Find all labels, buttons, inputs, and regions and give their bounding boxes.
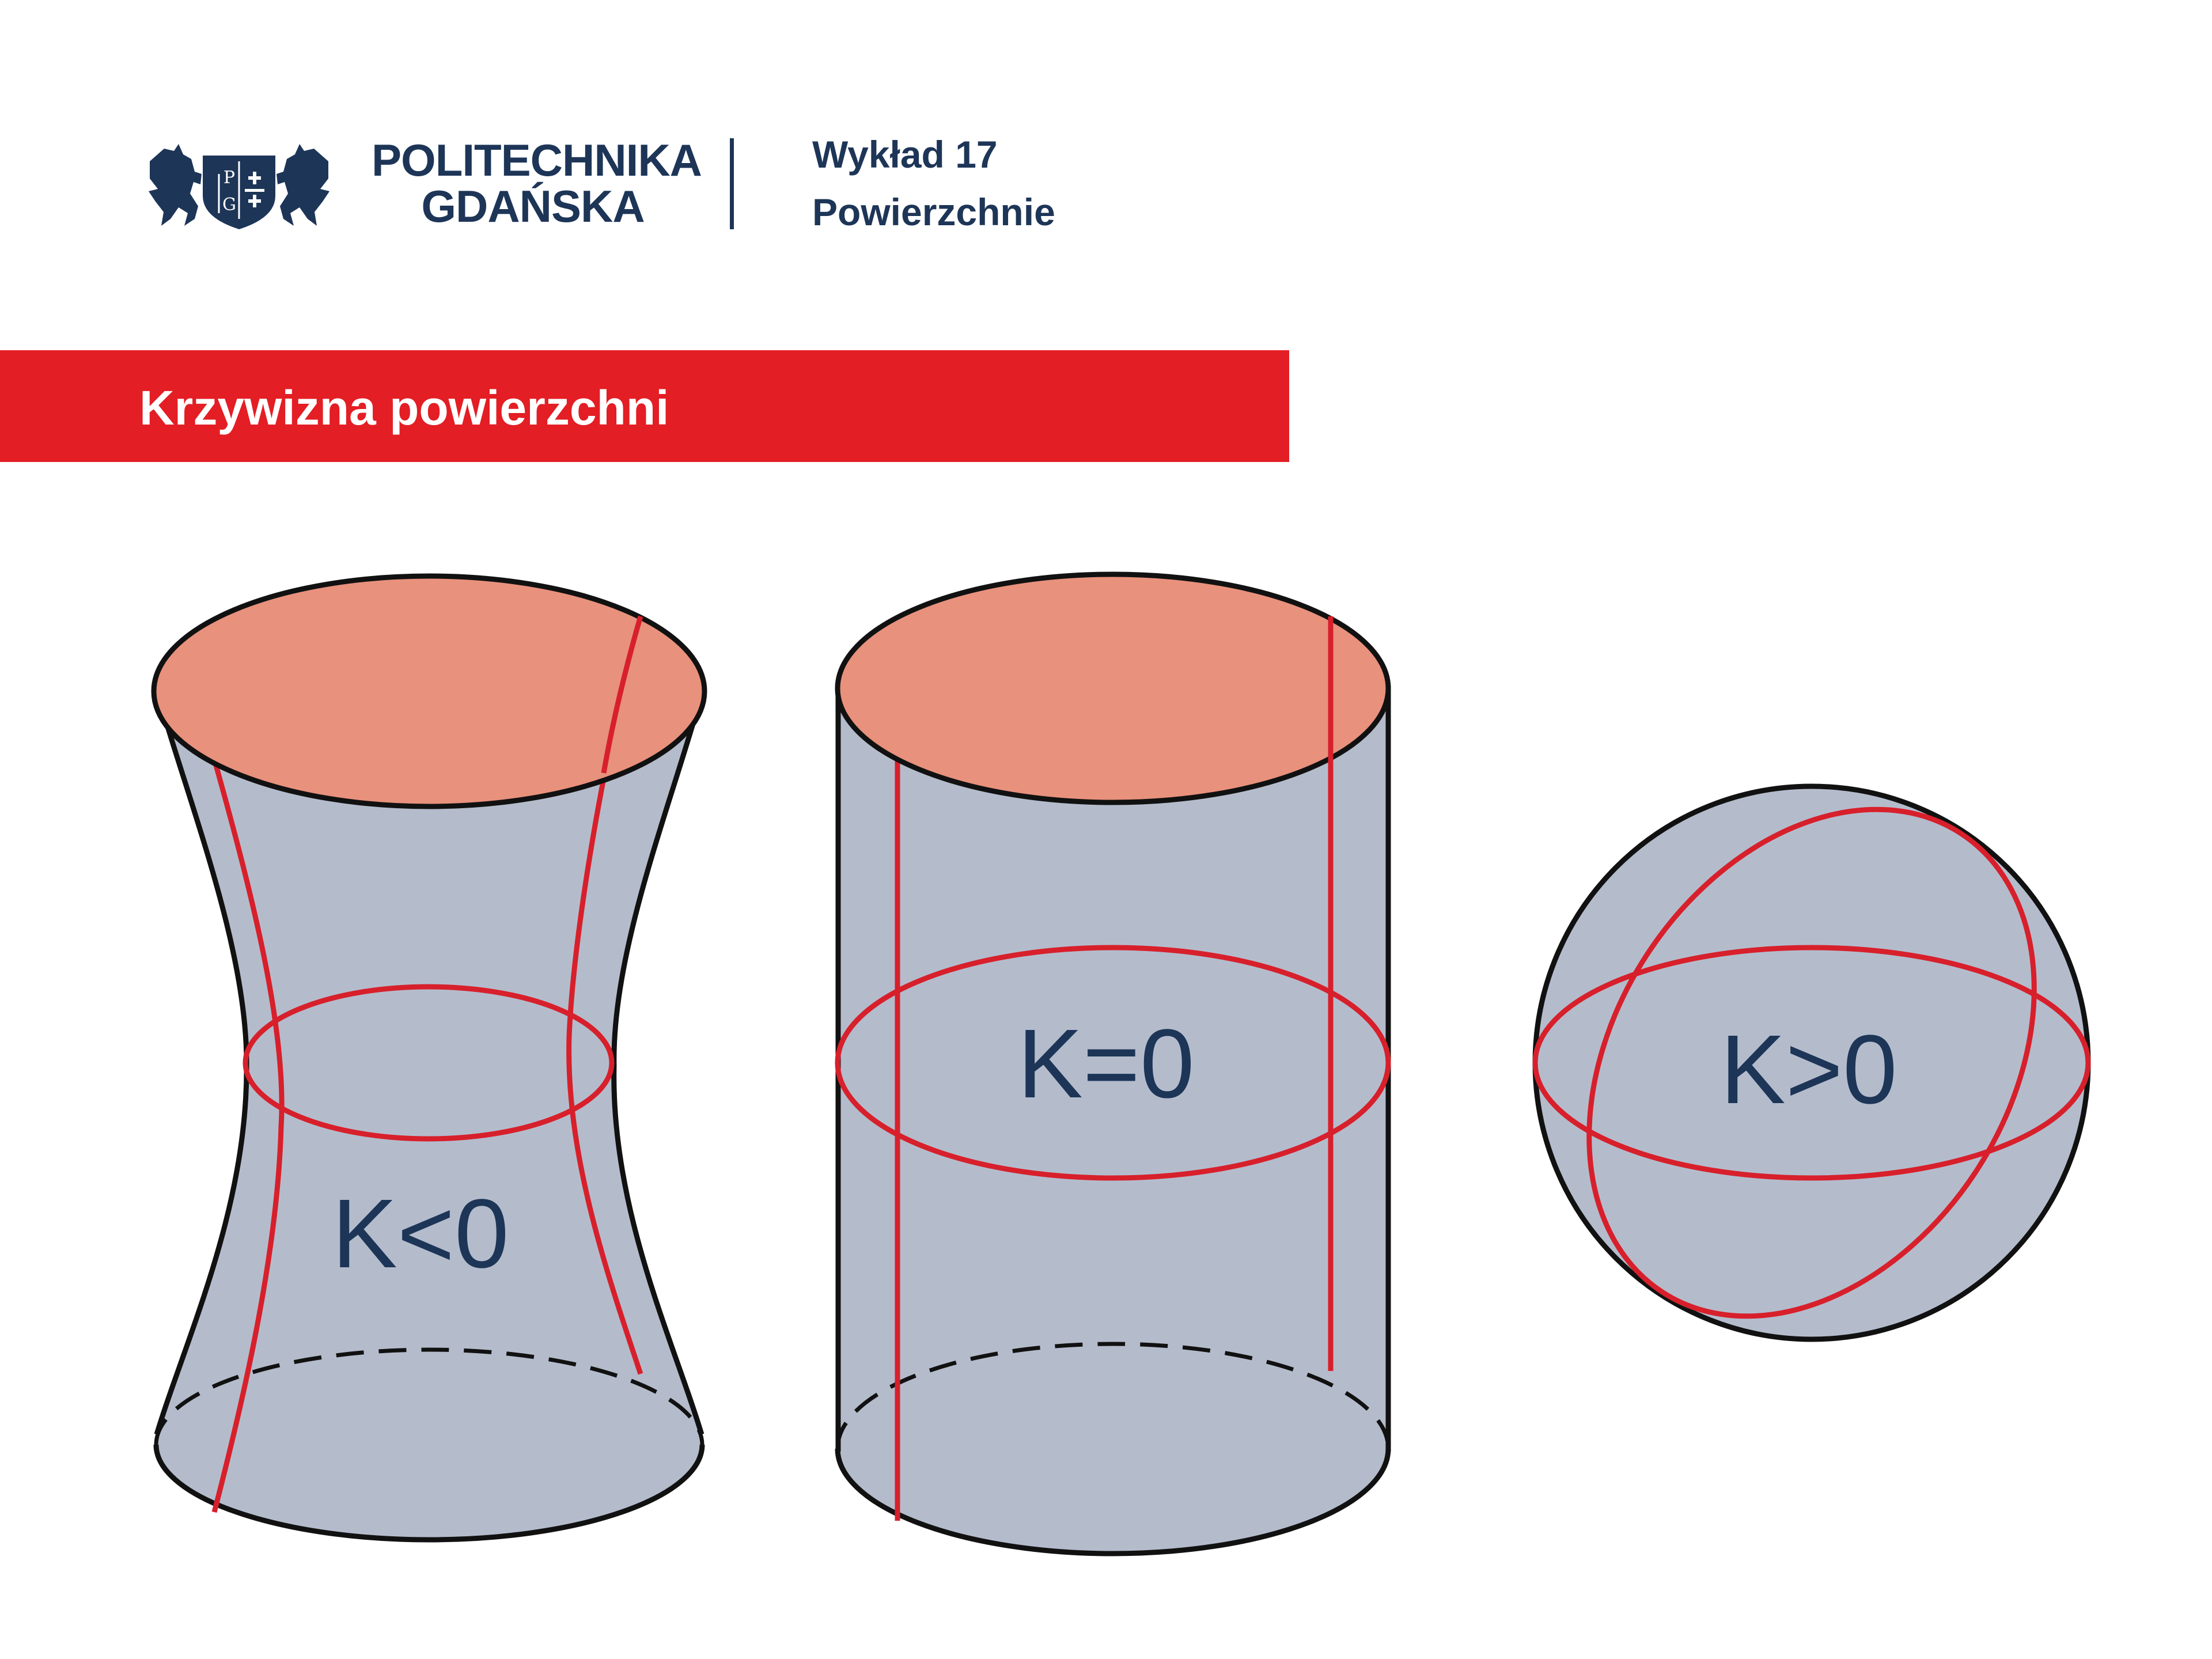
- cylinder-body: [838, 685, 1388, 1452]
- hyperboloid-ruling-line-top: [601, 615, 643, 774]
- cylinder-top-cap: [835, 571, 1391, 805]
- university-name: POLITECHNIKA GDAŃSKA: [372, 135, 702, 232]
- cylinder-bottom-front-rim: [835, 1448, 1391, 1556]
- header-divider: [730, 138, 734, 229]
- cylinder-middle-circle: [835, 945, 1391, 1181]
- hyperboloid-body: [157, 694, 702, 1434]
- hyperboloid-curvature-label: K<0: [332, 1179, 509, 1289]
- hyperboloid-bottom-front-rim: [153, 1444, 705, 1543]
- section-title: Krzywizna powierzchni: [139, 381, 669, 435]
- hyperboloid-bottom-face: [156, 1350, 702, 1540]
- logo-letter-g: G: [222, 195, 236, 215]
- university-name-line1: POLITECHNIKA: [372, 135, 702, 185]
- hyperboloid-bottom-hidden-rim: [154, 1347, 704, 1445]
- section-banner: Krzywizna powierzchni: [0, 350, 1289, 462]
- cylinder: K=0: [835, 571, 1391, 1556]
- hyperboloid-waist-circle: [243, 984, 615, 1142]
- sphere-curvature-label: K>0: [1720, 1015, 1897, 1124]
- hyperboloid: K<0: [151, 573, 707, 1543]
- cylinder-curvature-label: K=0: [1017, 1009, 1194, 1119]
- university-logo: P G: [149, 144, 329, 229]
- sphere: K>0: [1532, 783, 2091, 1342]
- cylinder-bottom-hidden-rim: [835, 1342, 1391, 1449]
- lecture-topic: Powierzchnie: [812, 191, 1055, 233]
- sphere-meridian: [1586, 806, 2037, 1319]
- hyperboloid-ruling-line-left: [211, 758, 285, 1513]
- logo-letter-p: P: [224, 168, 235, 188]
- cylinder-bottom-face: [838, 1344, 1388, 1554]
- university-name-line2: GDAŃSKA: [421, 181, 645, 232]
- sphere-equator: [1532, 945, 2091, 1181]
- hyperboloid-top-cap: [151, 573, 707, 809]
- lecture-number: Wykład 17: [812, 133, 998, 176]
- cross-icon: [248, 172, 261, 207]
- header: P G POLITECHNIKA GDAŃSKA Wykład 17 Powie…: [0, 0, 2212, 346]
